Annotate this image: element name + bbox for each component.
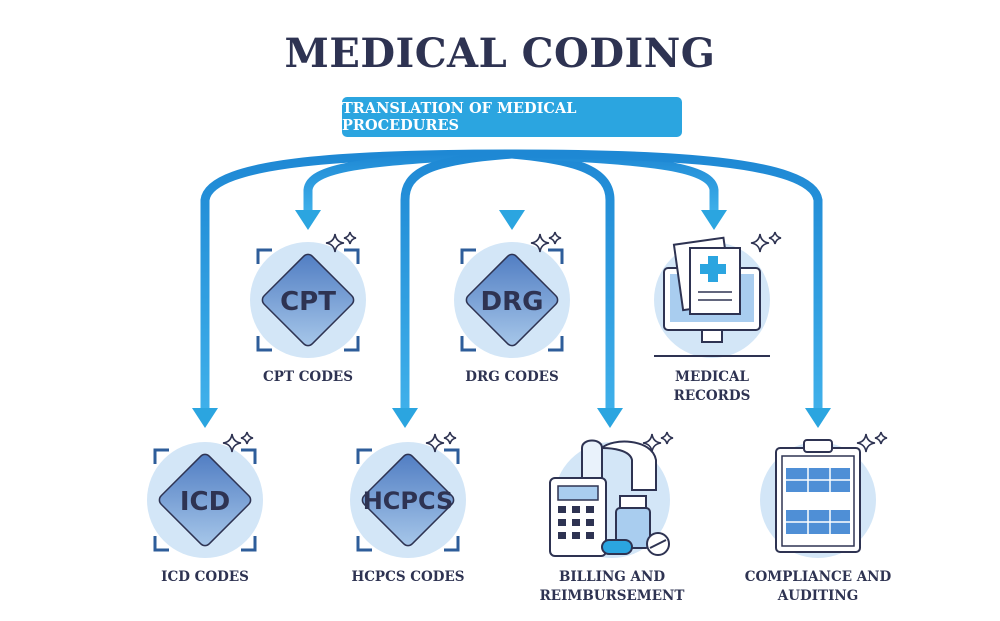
subtitle-banner: TRANSLATION OF MEDICAL PROCEDURES	[342, 97, 682, 137]
frame-corners-icon	[256, 248, 360, 352]
calculator-receipt-pills-icon	[549, 439, 670, 557]
icd-label: ICD CODES	[161, 569, 249, 585]
cpt-label: CPT CODES	[263, 369, 353, 385]
clipboard-checklist-icon	[775, 439, 861, 553]
compliance-node	[760, 439, 876, 558]
medical-records-node	[654, 236, 770, 358]
frame-corners-icon	[356, 448, 460, 552]
icd-node: ICD	[147, 442, 263, 558]
billing-label: BILLING AND REIMBURSEMENT	[539, 569, 685, 604]
frame-corners-icon	[153, 448, 257, 552]
hcpcs-code-text: HCPCS	[363, 487, 454, 515]
drg-node: DRG	[454, 242, 570, 358]
arrow-compliance	[507, 149, 823, 415]
cpt-code-text: CPT	[280, 287, 336, 317]
billing-node	[549, 439, 670, 558]
arrow-heads	[192, 210, 831, 428]
frame-corners-icon	[460, 248, 564, 352]
arrow-hcpcs	[400, 149, 517, 415]
drg-label: DRG CODES	[465, 369, 559, 385]
page-title: MEDICAL CODING	[284, 30, 716, 77]
connector-arrows	[200, 132, 823, 415]
sparkle-icons	[222, 231, 888, 453]
hcpcs-label: HCPCS CODES	[351, 569, 465, 585]
hcpcs-node: HCPCS	[350, 442, 466, 558]
computer-medical-document-icon	[654, 236, 770, 357]
compliance-label: COMPLIANCE AND AUDITING	[744, 569, 892, 604]
drg-code-text: DRG	[481, 287, 544, 317]
icd-code-text: ICD	[180, 487, 230, 517]
cpt-node: CPT	[250, 242, 366, 358]
medical-records-label: MEDICAL RECORDS	[673, 369, 751, 404]
